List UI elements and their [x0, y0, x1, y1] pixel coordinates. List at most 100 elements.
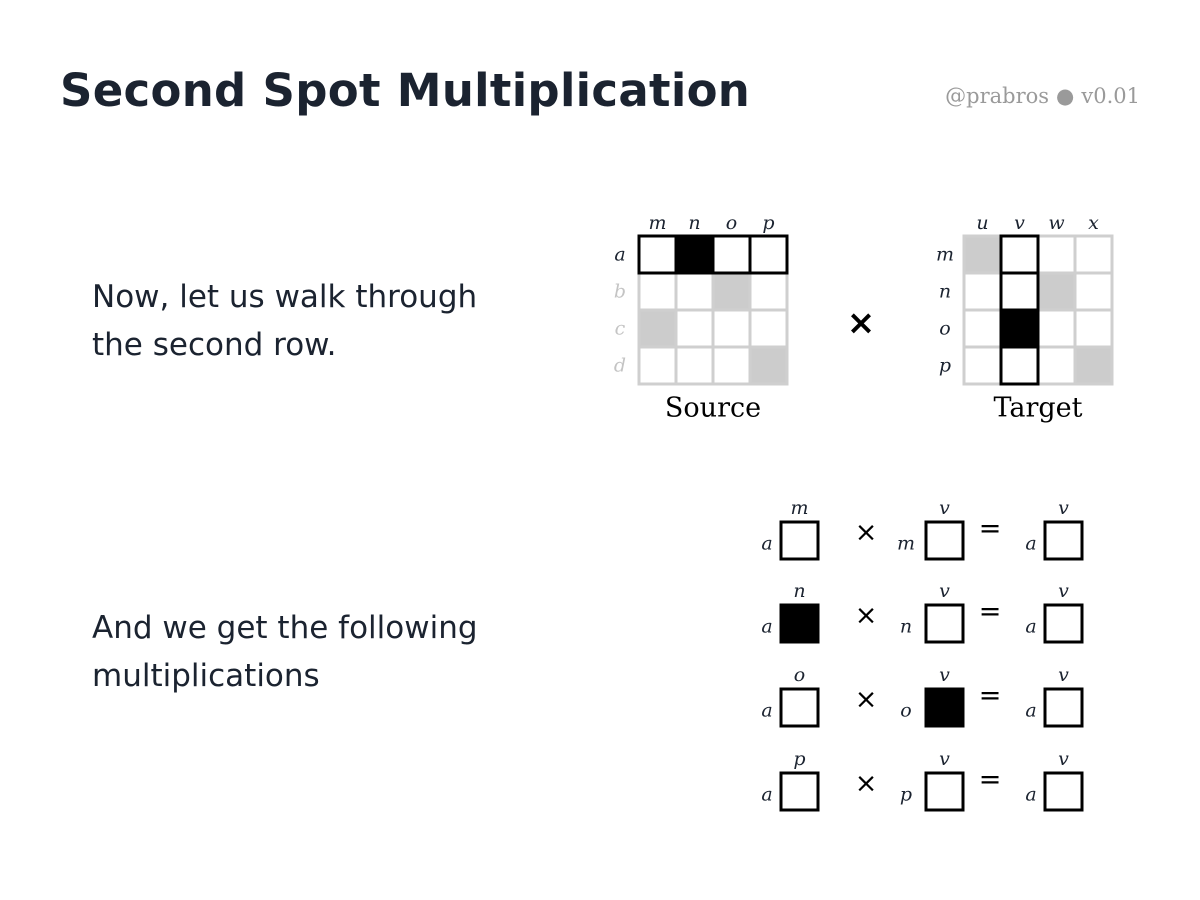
source-cell	[637, 271, 678, 312]
intro-text: Now, let us walk through the second row.	[92, 273, 477, 369]
target-cell	[962, 271, 1003, 312]
source-cell	[711, 345, 752, 386]
times-symbol: ×	[855, 600, 878, 631]
intro-text-line-1: Now, let us walk through	[92, 279, 478, 315]
source-col-label: m	[648, 212, 666, 234]
target-cell	[1073, 345, 1114, 386]
target-cell	[999, 345, 1040, 386]
source-cell	[674, 345, 715, 386]
equals-symbol: =	[979, 596, 1002, 627]
rhs-row-label: p	[900, 784, 912, 806]
source-cell	[674, 308, 715, 349]
lhs-cell	[779, 520, 820, 561]
source-highlight-cell	[748, 234, 789, 275]
times-symbol: ×	[855, 684, 878, 715]
lhs-cell	[779, 687, 820, 728]
target-cell	[999, 234, 1040, 275]
source-col-label: o	[726, 212, 737, 234]
target-cell	[999, 271, 1040, 312]
lhs-col-label: m	[790, 497, 808, 519]
result-text: And we get the following multiplications	[92, 604, 478, 700]
lhs-row-label: a	[761, 784, 772, 806]
target-highlight-cell	[999, 345, 1040, 386]
source-col-label: p	[762, 212, 774, 234]
target-col-label: v	[1014, 212, 1025, 234]
times-symbol: ×	[855, 517, 878, 548]
target-cell	[1073, 308, 1114, 349]
result-col-label: v	[1058, 664, 1069, 686]
source-row-label: a	[614, 244, 625, 266]
target-cell	[962, 345, 1003, 386]
target-cell	[1036, 271, 1077, 312]
target-cell	[1073, 234, 1114, 275]
target-row-label: m	[936, 244, 954, 266]
matrix-times-symbol: ×	[847, 303, 876, 343]
result-col-label: v	[1058, 497, 1069, 519]
rhs-col-label: v	[939, 664, 950, 686]
rhs-col-label: v	[939, 580, 950, 602]
result-cell	[1043, 687, 1084, 728]
lhs-col-label: p	[793, 748, 805, 770]
rhs-row-label: o	[900, 700, 911, 722]
rhs-cell	[924, 603, 965, 644]
target-cell	[999, 308, 1040, 349]
slide-meta: @prabros●v0.01	[945, 84, 1140, 108]
source-cell	[674, 234, 715, 275]
result-col-label: v	[1058, 748, 1069, 770]
result-row-label: a	[1025, 784, 1036, 806]
target-row-label: n	[939, 281, 951, 303]
equals-symbol: =	[979, 680, 1002, 711]
target-cell	[1036, 234, 1077, 275]
source-cell	[748, 308, 789, 349]
result-row-label: a	[1025, 616, 1036, 638]
rhs-cell	[924, 771, 965, 812]
separator-dot: ●	[1056, 84, 1075, 108]
author-handle: @prabros	[945, 84, 1050, 108]
rhs-row-label: m	[897, 533, 915, 555]
lhs-row-label: a	[761, 533, 772, 555]
lhs-row-label: a	[761, 616, 772, 638]
target-col-label: u	[976, 212, 988, 234]
slide-title: Second Spot Multiplication	[60, 64, 751, 117]
source-row-label: c	[615, 318, 626, 340]
source-cell	[711, 271, 752, 312]
source-cell	[637, 345, 678, 386]
rhs-row-label: n	[900, 616, 912, 638]
source-col-label: n	[688, 212, 700, 234]
source-cell	[637, 234, 678, 275]
lhs-col-label: o	[794, 664, 805, 686]
rhs-col-label: v	[939, 748, 950, 770]
target-cell	[1073, 271, 1114, 312]
target-col-label: w	[1048, 212, 1064, 234]
rhs-cell	[924, 520, 965, 561]
equals-symbol: =	[979, 764, 1002, 795]
target-row-label: o	[939, 318, 950, 340]
target-cell	[1036, 345, 1077, 386]
result-cell	[1043, 520, 1084, 561]
result-col-label: v	[1058, 580, 1069, 602]
target-cell	[962, 234, 1003, 275]
times-symbol: ×	[855, 768, 878, 799]
intro-text-line-2: the second row.	[92, 327, 337, 363]
result-text-line-2: multiplications	[92, 658, 320, 694]
result-cell	[1043, 771, 1084, 812]
result-row-label: a	[1025, 533, 1036, 555]
source-cell	[748, 345, 789, 386]
source-cell	[674, 271, 715, 312]
source-caption: Source	[665, 393, 761, 424]
source-cell	[637, 308, 678, 349]
lhs-row-label: a	[761, 700, 772, 722]
source-cell	[748, 234, 789, 275]
result-text-line-1: And we get the following	[92, 610, 478, 646]
lhs-col-label: n	[793, 580, 805, 602]
target-row-label: p	[939, 355, 951, 377]
rhs-cell	[924, 687, 965, 728]
rhs-col-label: v	[939, 497, 950, 519]
lhs-cell	[779, 771, 820, 812]
target-cell	[1036, 308, 1077, 349]
version-label: v0.01	[1081, 84, 1140, 108]
source-cell	[711, 308, 752, 349]
equals-symbol: =	[979, 513, 1002, 544]
result-cell	[1043, 603, 1084, 644]
source-cell	[748, 271, 789, 312]
